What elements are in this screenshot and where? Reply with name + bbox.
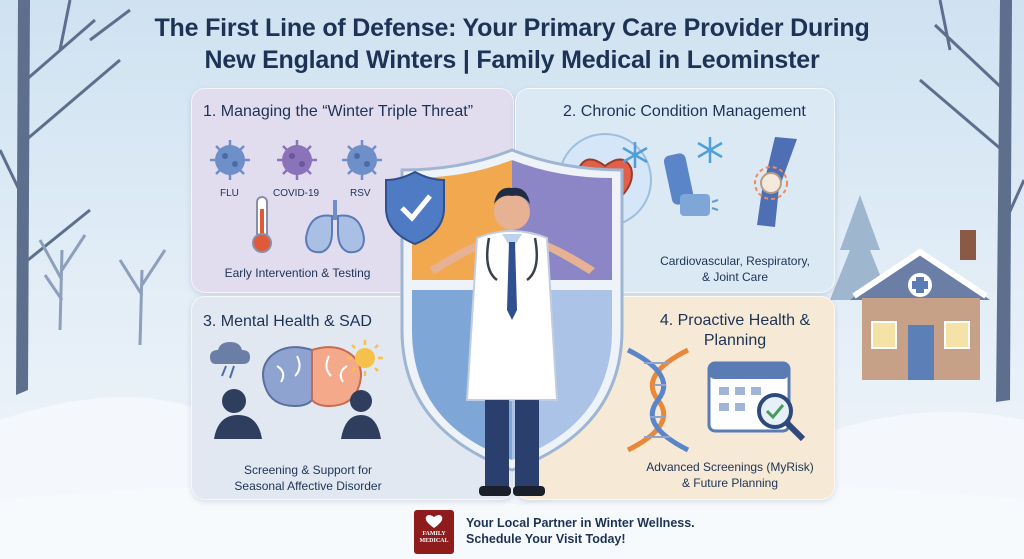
logo-text: FAMILY MEDICAL bbox=[414, 531, 454, 545]
footer-line-1: Your Local Partner in Winter Wellness. bbox=[466, 516, 695, 530]
virus-icons bbox=[210, 140, 382, 180]
page-title: The First Line of Defense: Your Primary … bbox=[0, 12, 1024, 76]
panel-4-heading-line-2: Planning bbox=[703, 332, 767, 349]
panel-4-caption-line-2: & Future Planning bbox=[681, 476, 779, 490]
knee-joint-icon bbox=[754, 137, 797, 227]
snowflake-icon bbox=[622, 142, 648, 168]
panel-2-caption: Cardiovascular, Respiratory, & Joint Car… bbox=[640, 253, 830, 285]
logo-heart-icon bbox=[425, 515, 443, 528]
calendar-icon bbox=[707, 361, 806, 442]
panel-3-caption-line-1: Screening & Support for bbox=[243, 463, 373, 477]
panel-3-heading: 3. Mental Health & SAD bbox=[203, 313, 372, 330]
panel-2-caption-line-1: Cardiovascular, Respiratory, bbox=[660, 254, 810, 268]
panel-4-heading-line-1: 4. Proactive Health & bbox=[659, 312, 811, 329]
virus-icon bbox=[277, 140, 317, 180]
logo-line-1: FAMILY bbox=[422, 531, 446, 537]
dna-icon bbox=[626, 347, 690, 453]
virus-label-rsv: RSV bbox=[350, 188, 371, 199]
brain-icon bbox=[262, 346, 362, 408]
virus-icon bbox=[210, 140, 250, 180]
panel-2-heading: 2. Chronic Condition Management bbox=[563, 103, 806, 120]
panel-4-caption-line-1: Advanced Screenings (MyRisk) bbox=[646, 460, 814, 474]
panel-3-caption: Screening & Support for Seasonal Affecti… bbox=[208, 462, 408, 494]
panel-4-heading: 4. Proactive Health & Planning bbox=[650, 311, 820, 351]
supporting-person-icon bbox=[341, 390, 381, 439]
inhaler-icon bbox=[663, 153, 719, 216]
panel-2-caption-line-2: & Joint Care bbox=[701, 270, 769, 284]
logo-line-2: MEDICAL bbox=[419, 538, 449, 544]
snowflake-icon bbox=[697, 137, 723, 163]
footer-tagline: Your Local Partner in Winter Wellness. S… bbox=[466, 515, 695, 547]
footer-line-2: Schedule Your Visit Today! bbox=[466, 532, 626, 546]
title-line-2: New England Winters | Family Medical in … bbox=[204, 46, 820, 74]
storm-cloud-icon bbox=[210, 342, 250, 379]
magnifier-icon bbox=[757, 393, 806, 442]
sun-icon bbox=[347, 340, 383, 376]
title-line-1: The First Line of Defense: Your Primary … bbox=[154, 14, 870, 42]
virus-label-covid: COVID-19 bbox=[273, 188, 320, 199]
virus-label-flu: FLU bbox=[220, 188, 239, 199]
virus-icon bbox=[342, 140, 382, 180]
shield-check-icon bbox=[385, 170, 445, 246]
panel-3-caption-line-2: Seasonal Affective Disorder bbox=[234, 479, 382, 493]
sad-person-icon bbox=[214, 389, 262, 439]
thermometer-icon bbox=[252, 196, 272, 253]
panel-4-caption: Advanced Screenings (MyRisk) & Future Pl… bbox=[630, 459, 830, 491]
panel-1-caption: Early Intervention & Testing bbox=[224, 266, 371, 280]
lungs-icon bbox=[304, 200, 366, 254]
clinic-house-icon bbox=[850, 230, 990, 380]
doctor-figure bbox=[429, 187, 595, 496]
panel-1-heading: 1. Managing the “Winter Triple Threat” bbox=[203, 103, 474, 120]
